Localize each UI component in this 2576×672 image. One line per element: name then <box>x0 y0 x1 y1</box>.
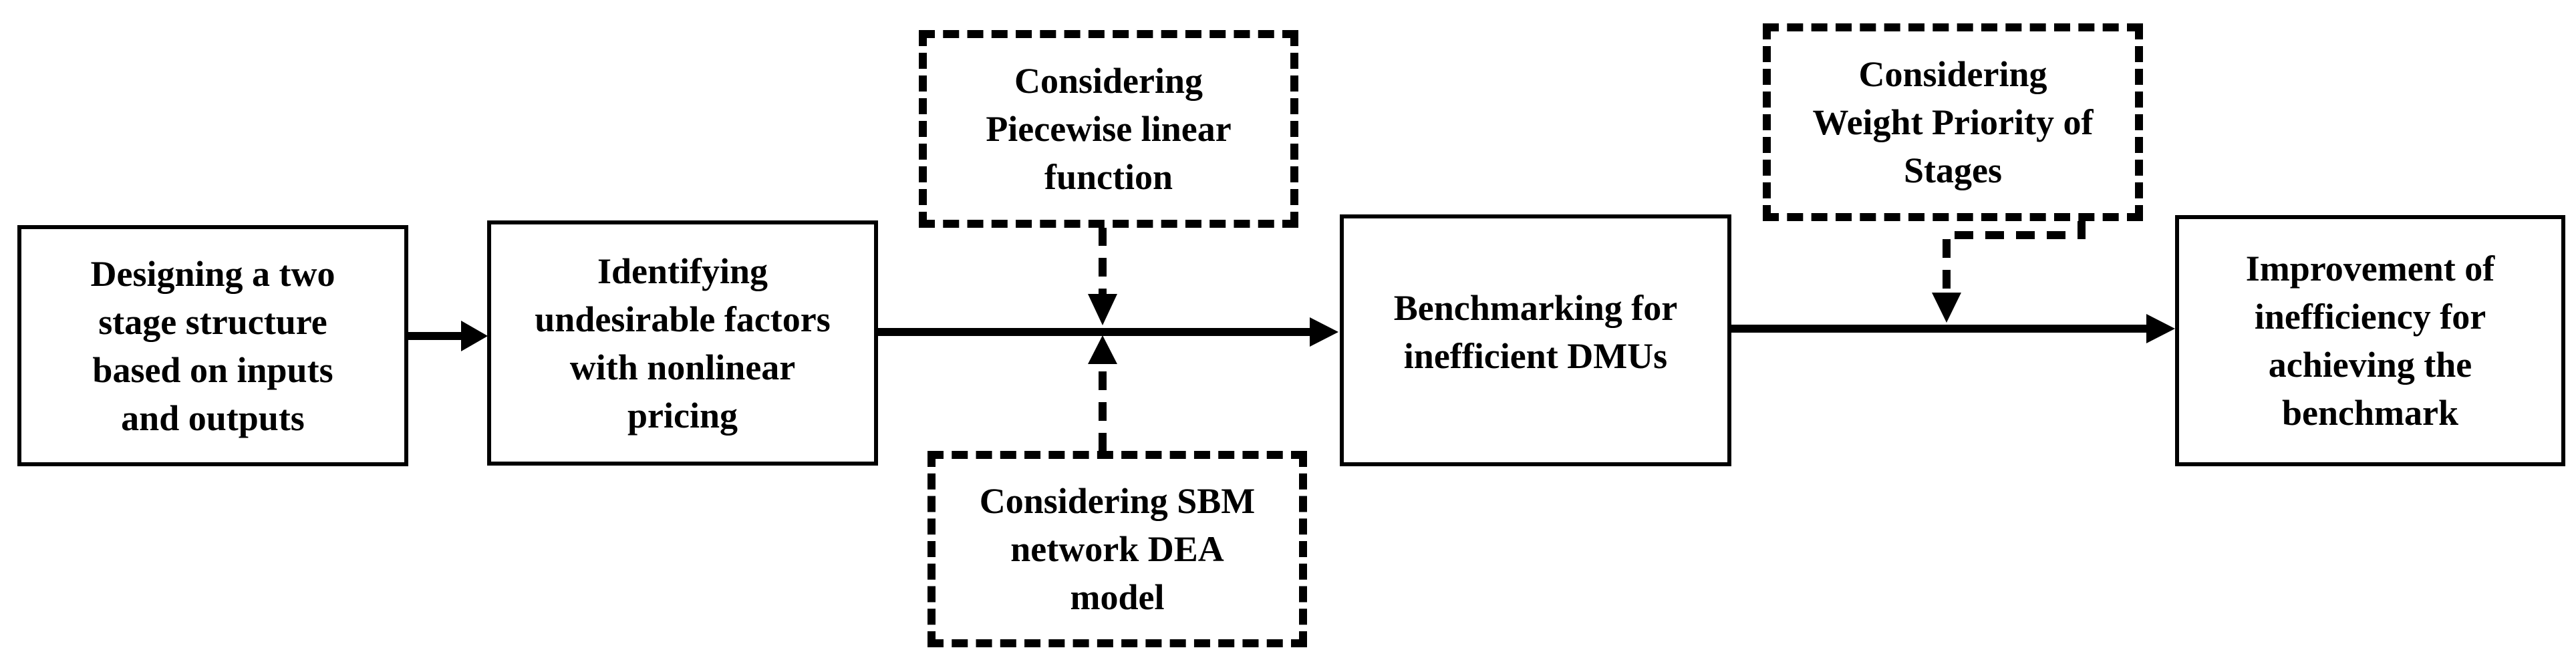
box4-line-3: achieving the <box>2268 345 2472 385</box>
box2-line-4: pricing <box>627 395 738 436</box>
dash-top1-line-3: function <box>1044 157 1173 197</box>
box4-line-4: benchmark <box>2281 393 2458 433</box>
box1-line-4: and outputs <box>121 397 305 438</box>
box1-line-1: Designing a two <box>90 253 335 294</box>
box2-line-3: with nonlinear <box>569 347 796 387</box>
dash-top1-line-2: Piecewise linear <box>986 109 1232 149</box>
box4-line-1: Improvement of <box>2245 248 2495 289</box>
arrowhead-bottom-up <box>1088 335 1117 364</box>
arrowhead-box2-to-box3 <box>1310 317 1338 347</box>
box3-line-2: inefficient DMUs <box>1403 336 1668 376</box>
box3-line-1: Benchmarking for <box>1393 288 1678 328</box>
process-box-identify-undesirable: Identifying undesirable factors with non… <box>487 220 878 466</box>
process-box-benchmarking: Benchmarking for inefficient DMUs <box>1340 214 1731 466</box>
dash-top1-line-1: Considering <box>1014 61 1203 101</box>
dash-bottom-line-1: Considering SBM <box>979 481 1256 521</box>
dash-top2-line-3: Stages <box>1904 150 2002 190</box>
arrowhead-top2-down <box>1932 293 1961 323</box>
arrowhead-top1-down <box>1088 294 1117 325</box>
dashed-connector-top2 <box>1943 220 2086 293</box>
dash-top2-line-1: Considering <box>1858 54 2047 94</box>
box4-line-2: inefficiency for <box>2254 297 2486 337</box>
box2-line-2: undesirable factors <box>535 299 831 339</box>
dash-top2-line-2: Weight Priority of <box>1812 102 2094 142</box>
box1-line-3: based on inputs <box>92 349 333 390</box>
dash-bottom-line-3: model <box>1070 577 1165 617</box>
process-box-design-two-stage: Designing a two stage structure based on… <box>17 225 408 466</box>
arrowhead-box1-to-box2 <box>461 321 488 351</box>
box1-line-2: stage structure <box>98 301 327 342</box>
process-box-improvement: Improvement of inefficiency for achievin… <box>2175 215 2565 466</box>
dash-bottom-line-2: network DEA <box>1010 529 1224 569</box>
consideration-box-piecewise: Considering Piecewise linear function <box>919 30 1298 228</box>
consideration-box-weight-priority: Considering Weight Priority of Stages <box>1763 23 2143 221</box>
consideration-box-sbm-network: Considering SBM network DEA model <box>927 451 1307 647</box>
arrowhead-box3-to-box4 <box>2146 314 2175 343</box>
box2-line-1: Identifying <box>597 250 768 291</box>
